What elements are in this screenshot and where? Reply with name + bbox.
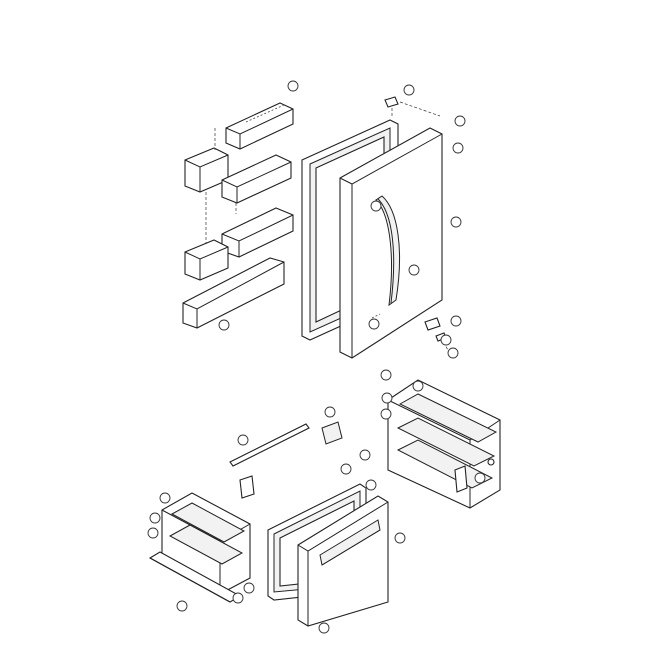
freezer-door-lower: [297, 495, 389, 627]
callout-bubble: [243, 582, 255, 594]
door-bin-medium-2: [221, 207, 294, 258]
callout-bubble: [237, 434, 249, 446]
callout-bubble: [450, 216, 462, 228]
door-handle-upper: [375, 195, 401, 307]
callout-bubble: [318, 622, 330, 634]
callout-bubble: [324, 406, 336, 418]
callout-bubble: [287, 80, 299, 92]
callout-bubble: [380, 369, 392, 381]
door-bin-medium-1: [221, 154, 292, 204]
callout-bubble: [176, 600, 188, 612]
callout-bubble: [450, 315, 462, 327]
callout-bubble: [454, 115, 466, 127]
callout-bubble: [394, 532, 406, 544]
callout-bubble: [440, 334, 452, 346]
callout-bubble: [365, 479, 377, 491]
callout-bubble: [370, 200, 382, 212]
upper-small-parts: [384, 96, 449, 351]
callout-bubble: [232, 592, 244, 604]
callout-bubble: [359, 449, 371, 461]
callout-bubble: [149, 512, 161, 524]
freezer-door-rack: [387, 379, 501, 509]
callout-bubble: [381, 392, 393, 404]
door-bin-group: [182, 102, 294, 329]
callout-bubble: [147, 527, 159, 539]
callouts: [147, 80, 486, 634]
freezer-drawer-basket: [161, 492, 251, 595]
callout-bubble: [474, 472, 486, 484]
callout-bubble: [340, 463, 352, 475]
door-bin-top: [225, 102, 294, 150]
callout-bubble: [159, 492, 171, 504]
door-bin-small-2: [184, 239, 229, 281]
door-bin-long-bottom: [182, 257, 285, 329]
callout-bubble: [403, 84, 415, 96]
callout-bubble: [447, 347, 459, 359]
lower-center-parts: [229, 421, 343, 499]
callout-bubble: [368, 318, 380, 330]
callout-bubble: [412, 380, 424, 392]
callout-bubble: [408, 264, 420, 276]
callout-bubble: [218, 319, 230, 331]
freezer-door-handle: [319, 519, 381, 566]
callout-bubble: [452, 142, 464, 154]
refrigerator-door-upper: [339, 127, 443, 359]
callout-bubble: [380, 408, 392, 420]
